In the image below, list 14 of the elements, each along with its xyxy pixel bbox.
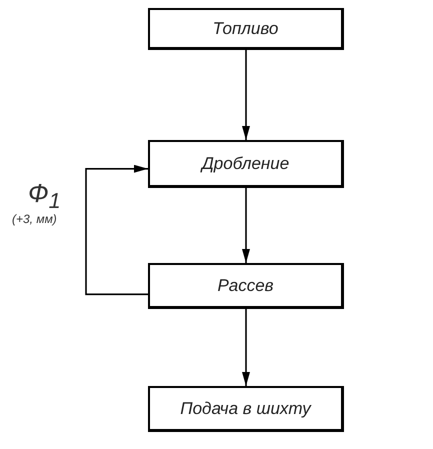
step-label: Рассев bbox=[217, 276, 274, 296]
arrow bbox=[242, 188, 250, 263]
edge-label: Ф$_{1}$ bbox=[28, 178, 61, 214]
step-label: Подача в шихту bbox=[180, 398, 311, 418]
arrow bbox=[85, 164, 148, 296]
process-box bbox=[148, 263, 344, 309]
step-label: Топливо bbox=[212, 18, 278, 38]
process-box bbox=[148, 386, 344, 432]
process-box bbox=[148, 8, 344, 50]
arrow bbox=[242, 50, 250, 140]
step-label: Дробление bbox=[202, 154, 290, 174]
process-box bbox=[148, 140, 344, 188]
arrow bbox=[242, 309, 250, 386]
size-note: (+3, мм) bbox=[12, 212, 57, 226]
